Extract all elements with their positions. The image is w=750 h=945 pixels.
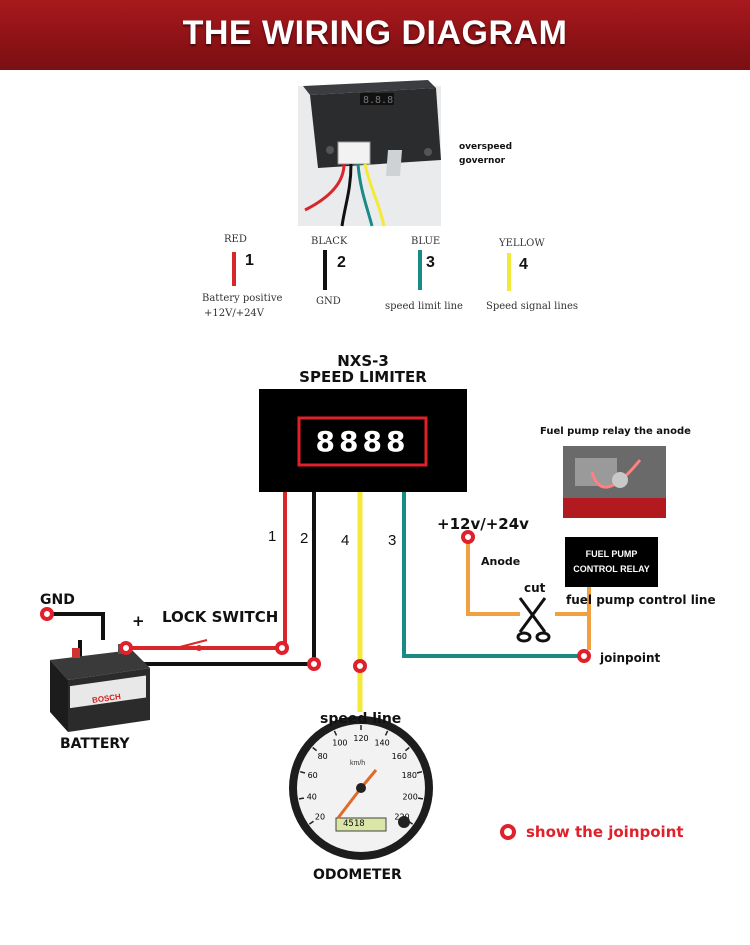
- limiter-display: 8888: [315, 425, 410, 458]
- gauge-tick-label: 40: [307, 793, 317, 802]
- legend-yellow-name: YELLOW: [499, 238, 545, 249]
- gauge-tick-mark: [384, 730, 389, 736]
- speed-line-label: speed line: [320, 711, 402, 727]
- gauge-tick-mark: [299, 770, 306, 774]
- gauge-tick-mark: [308, 820, 314, 825]
- legend-blue-name: BLUE: [411, 236, 441, 247]
- odometer-label: ODOMETER: [313, 867, 402, 883]
- legend-black-number: 2: [337, 254, 346, 271]
- odometer-gauge: 20406080100120140160180200220: [289, 716, 433, 860]
- battery-image: [50, 644, 150, 732]
- fuel-pump-relay-photo: [563, 446, 666, 518]
- speed-limiter-box: [259, 389, 467, 492]
- legend-joinpoint-label: show the joinpoint: [526, 823, 684, 841]
- gauge-tick-label: 80: [318, 752, 328, 761]
- legend-joinpoint-symbol: [500, 824, 516, 840]
- legend-red-bar: [232, 252, 236, 286]
- gauge-tick-label: 120: [353, 734, 368, 743]
- legend-blue-desc: speed limit line: [385, 301, 463, 312]
- legend-yellow-number: 4: [519, 256, 528, 273]
- legend-red-name: RED: [224, 234, 247, 245]
- legend-black-desc: GND: [316, 296, 341, 307]
- limiter-display-frame: [297, 416, 428, 467]
- gauge-tick-mark: [404, 746, 410, 752]
- cut-label: cut: [524, 581, 546, 595]
- legend-black-name: BLACK: [311, 236, 348, 247]
- orange-anode-wire: [466, 537, 520, 616]
- gauge-tick-label: 20: [315, 813, 325, 822]
- anode-label: Anode: [481, 555, 521, 568]
- svg-text:8.8.8: 8.8.8: [363, 95, 393, 106]
- gauge-tick-label: 100: [332, 739, 347, 748]
- gauge-tick-mark: [333, 730, 338, 736]
- gauge-tick-label: 180: [402, 771, 417, 780]
- legend-red-number: 1: [245, 252, 254, 269]
- battery-label: BATTERY: [60, 736, 130, 752]
- blue-wire: [402, 492, 586, 658]
- legend-black-bar: [323, 250, 327, 290]
- joinpoint-label: joinpoint: [600, 651, 661, 665]
- gauge-tick-mark: [312, 746, 318, 752]
- wire-number-1: 1: [268, 528, 277, 545]
- black-wire: [78, 492, 316, 666]
- legend-blue-number: 3: [426, 254, 435, 271]
- page-title: THE WIRING DIAGRAM: [182, 14, 568, 52]
- joinpoint-battery-plus: [119, 641, 133, 655]
- fuel-pump-relay-box: [565, 537, 658, 587]
- legend-blue-bar: [418, 250, 422, 290]
- lock-switch-contact: [196, 645, 202, 651]
- gauge-needle: [336, 787, 363, 819]
- limiter-model: NXS-3: [337, 352, 389, 370]
- gnd-label: GND: [40, 592, 75, 608]
- fuel-pump-control-line-label: fuel pump control line: [566, 593, 716, 607]
- limiter-name: SPEED LIMITER: [299, 368, 427, 386]
- scissors-icon: [516, 597, 551, 643]
- legend-yellow-bar: [507, 253, 511, 291]
- legend-red-voltage: +12V/+24V: [204, 308, 265, 319]
- lock-switch-lever: [175, 639, 208, 649]
- gauge-tick-mark: [416, 770, 423, 774]
- legend-red-desc: Battery positive: [202, 293, 283, 304]
- wire-number-4: 4: [341, 532, 350, 549]
- gnd-wire: [46, 612, 105, 640]
- gauge-tick-label: 200: [403, 793, 418, 802]
- relay-photo-caption: Fuel pump relay the anode: [540, 426, 691, 437]
- wire-number-2: 2: [300, 530, 309, 547]
- joinpoint-gnd: [40, 607, 54, 621]
- odometer-reading: 4518: [343, 819, 365, 829]
- gauge-tick-label: 160: [392, 752, 407, 761]
- photo-caption: overspeed governor: [459, 142, 513, 166]
- wire-number-3: 3: [388, 532, 397, 549]
- overspeed-governor-photo: 8.8.8: [298, 80, 441, 227]
- gauge-tick-mark: [298, 797, 305, 800]
- joinpoint-anode: [461, 530, 475, 544]
- gauge-tick-label: 60: [308, 771, 318, 780]
- plus-label: +: [132, 612, 145, 630]
- lock-switch-label: LOCK SWITCH: [162, 608, 279, 626]
- voltage-label: +12v/+24v: [437, 515, 529, 533]
- joinpoint-yellow: [353, 659, 367, 673]
- gauge-tick-label: 140: [374, 739, 389, 748]
- legend-yellow-desc: Speed signal lines: [486, 301, 579, 312]
- header-banner: THE WIRING DIAGRAM: [0, 0, 750, 70]
- gauge-unit: km/h: [350, 760, 366, 767]
- relay-box-line2: CONTROL RELAY: [573, 564, 650, 574]
- joinpoint-red: [275, 641, 289, 655]
- gauge-tick-mark: [417, 797, 424, 800]
- joinpoint-black: [307, 657, 321, 671]
- relay-box-line1: FUEL PUMP: [585, 549, 638, 559]
- joinpoints: [40, 530, 591, 840]
- joinpoint-blue: [577, 649, 591, 663]
